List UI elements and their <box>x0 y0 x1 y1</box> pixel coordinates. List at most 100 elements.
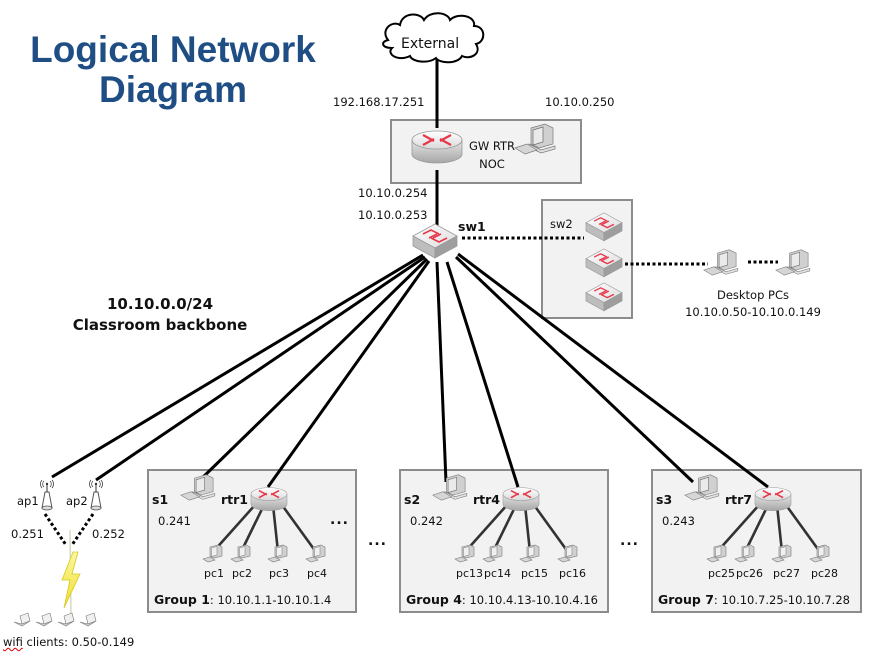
pc-label: pc1 <box>204 567 225 580</box>
link-rtr7-pc28 <box>784 504 822 553</box>
link-rtr1-pc1 <box>212 504 256 553</box>
link-rtr4-pc13 <box>464 504 508 553</box>
router-icon <box>410 129 464 165</box>
group-range: : 10.10.7.25-10.10.7.28 <box>713 593 850 607</box>
pc-label: pc2 <box>232 567 253 580</box>
link-sw1-ap2 <box>95 255 426 482</box>
page-title-line-2: Diagram <box>98 69 248 110</box>
page-title-line-1: Logical Network <box>30 29 316 70</box>
lightning-icon <box>61 551 81 609</box>
desktop-pc-icon <box>703 249 739 276</box>
server-ip: 0.243 <box>662 514 695 528</box>
switch-icon <box>412 223 458 259</box>
group-range: : 10.10.4.13-10.10.4.16 <box>461 593 598 607</box>
pc-label: pc25 <box>708 567 736 580</box>
group-more-pcs-ellipsis: ... <box>330 512 349 528</box>
gateway-label: GW RTR NOC <box>462 137 522 173</box>
pc-label: pc15 <box>521 567 549 580</box>
server-label: s2 <box>404 492 421 507</box>
pc-label: pc14 <box>484 567 512 580</box>
laptop-icon <box>35 612 53 627</box>
link-rtr7-pc25 <box>716 504 760 553</box>
router-label: rtr7 <box>725 492 753 507</box>
ap2-ip: 0.252 <box>92 527 125 541</box>
external-label: External <box>401 36 460 52</box>
group-caption: Group 1: 10.10.1.1-10.10.1.4 <box>154 592 331 607</box>
pc-label: pc3 <box>269 567 290 580</box>
page-title: Logical Network Diagram <box>8 30 338 110</box>
server-ip: 0.242 <box>410 514 443 528</box>
ap2-label: ap2 <box>66 494 88 508</box>
link-rtr1-pc3 <box>271 504 280 553</box>
dotted-links <box>43 236 778 546</box>
pc-label: pc26 <box>736 567 764 580</box>
group-range: : 10.10.1.1-10.10.1.4 <box>209 593 332 607</box>
pc-label: pc27 <box>773 567 801 580</box>
sw1-label: sw1 <box>458 219 486 234</box>
group-name: Group 4 <box>406 592 462 607</box>
sw2-label: sw2 <box>550 217 573 231</box>
router-rtr4-icon <box>502 486 540 512</box>
noc-ip: 10.10.0.250 <box>545 95 615 109</box>
link-sw1-s1 <box>196 257 429 484</box>
desktop-pc-icon <box>775 249 811 276</box>
laptop-icon <box>13 612 31 627</box>
ellipsis-between-groups-4-7: ... <box>620 533 639 549</box>
link-rtr7-pc26 <box>743 504 770 553</box>
link-ap1-wifi <box>43 513 68 546</box>
link-sw1-rtr4 <box>445 261 520 488</box>
ap1-ip: 0.251 <box>11 527 44 541</box>
desktops-range: 10.10.0.50-10.10.0.149 <box>685 305 821 319</box>
group-4-box <box>399 469 609 613</box>
link-sw1-rtr1 <box>266 260 431 488</box>
pc-label: pc13 <box>456 567 484 580</box>
gateway-external-ip: 192.168.17.251 <box>333 95 425 109</box>
gateway-label-line-2: NOC <box>479 157 505 171</box>
wireless-ap-ap1-icon <box>39 479 55 511</box>
group-name: Group 1 <box>154 592 210 607</box>
gateway-internal-ip: 10.10.0.254 <box>358 186 428 200</box>
wifi-clients-word: wifi <box>3 635 23 649</box>
link-ap2-wifi <box>70 513 95 546</box>
link-sw1-rtr7 <box>457 252 769 489</box>
ap1-label: ap1 <box>17 494 39 508</box>
link-rtr4-pc14 <box>491 504 518 553</box>
desktops-label: Desktop PCs <box>716 288 790 302</box>
server-label: s1 <box>152 492 169 507</box>
link-rtr4-pc16 <box>532 504 570 553</box>
pc-label: pc28 <box>811 567 839 580</box>
sw1-ip: 10.10.0.253 <box>358 208 428 222</box>
ellipsis-between-groups-1-4: ... <box>368 533 387 549</box>
group-caption: Group 7: 10.10.7.25-10.10.7.28 <box>658 592 850 607</box>
group-name: Group 7 <box>658 592 714 607</box>
router-label: rtr1 <box>221 492 249 507</box>
link-sw1-ap1 <box>51 253 424 479</box>
link-rtr1-pc4 <box>280 504 318 553</box>
group-links <box>212 504 822 553</box>
group-caption: Group 4: 10.10.4.13-10.10.4.16 <box>406 592 598 607</box>
link-sw1-s3 <box>454 255 695 484</box>
pc-label: pc4 <box>307 567 328 580</box>
link-rtr4-pc15 <box>523 504 532 553</box>
link-rtr7-pc27 <box>775 504 784 553</box>
backbone-links <box>51 58 769 489</box>
server-label: s3 <box>656 492 673 507</box>
wifi-clients-range: clients: 0.50-0.149 <box>22 635 135 649</box>
pc-label: pc16 <box>559 567 587 580</box>
backbone-caption: 10.10.0.0/24 Classroom backbone <box>50 294 270 336</box>
router-rtr1-icon <box>250 486 288 512</box>
laptop-icon <box>57 612 75 627</box>
gateway-label-line-1: GW RTR <box>468 139 516 153</box>
router-label: rtr4 <box>473 492 501 507</box>
laptop-icon <box>79 612 97 627</box>
server-ip: 0.241 <box>158 514 191 528</box>
backbone-subnet: 10.10.0.0/24 <box>106 295 214 313</box>
link-sw1-s2 <box>435 261 448 483</box>
group-1-box <box>147 469 357 613</box>
link-rtr1-pc2 <box>239 504 266 553</box>
wifi-clients-label: wifi clients: 0.50-0.149 <box>3 635 134 649</box>
router-rtr7-icon <box>754 486 792 512</box>
desktops-caption: Desktop PCs 10.10.0.50-10.10.0.149 <box>678 287 828 321</box>
cloud-icon <box>382 12 485 64</box>
